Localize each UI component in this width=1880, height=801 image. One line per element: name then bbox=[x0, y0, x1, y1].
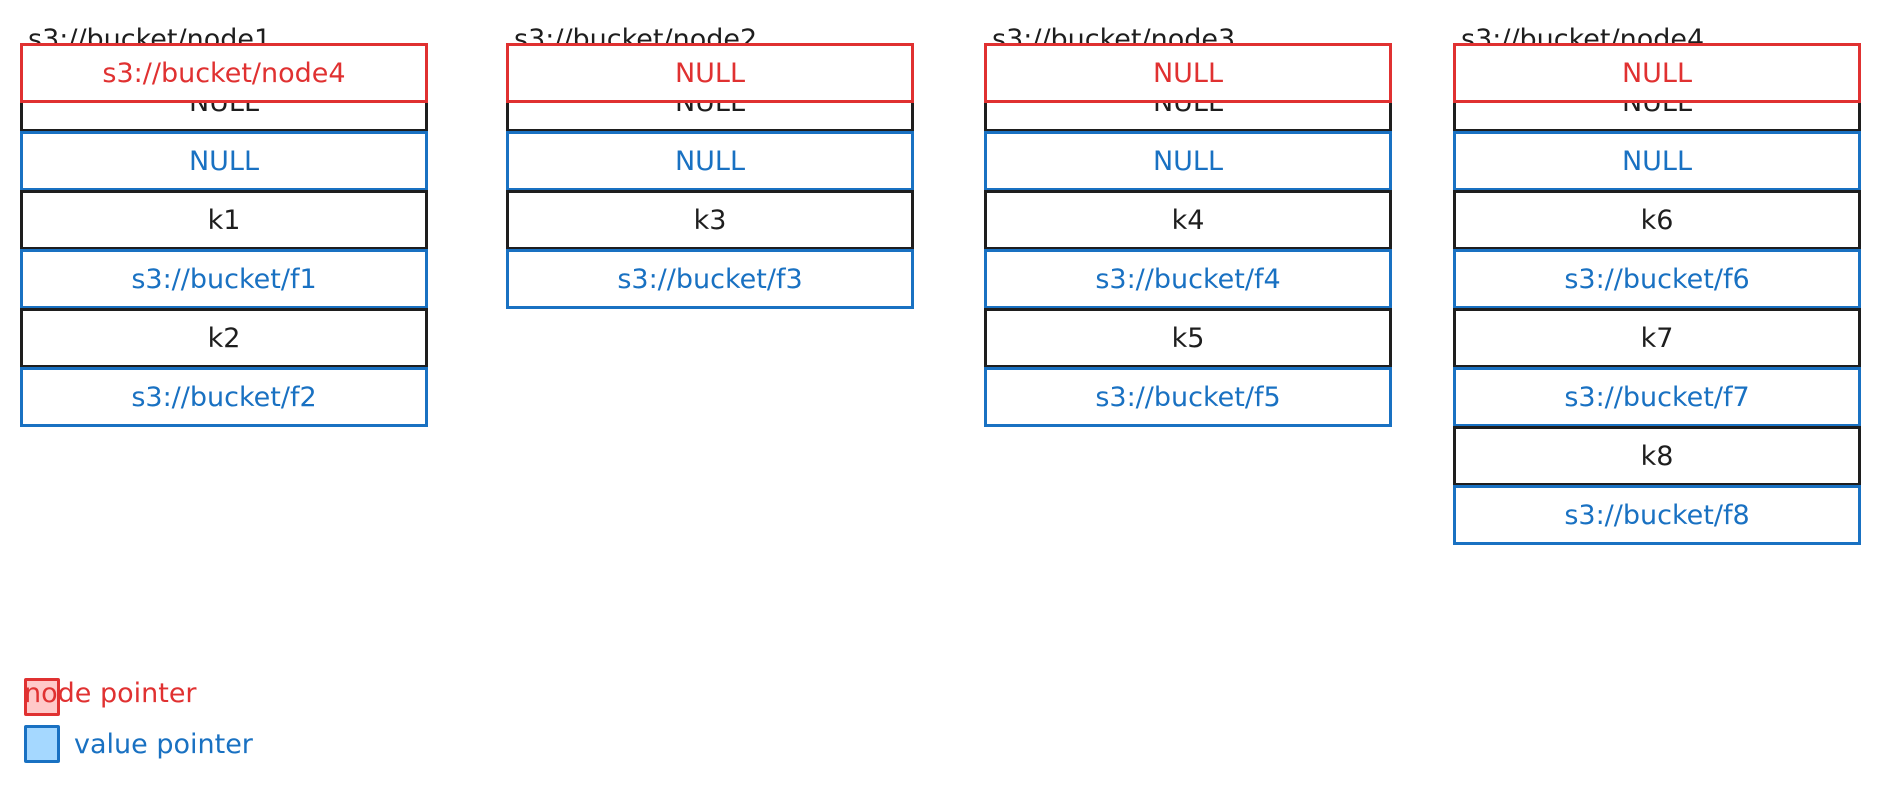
value-pointer-cell: NULL bbox=[506, 131, 914, 191]
value-pointer-cell: s3://bucket/f7 bbox=[1453, 367, 1861, 427]
key-cell: k7 bbox=[1453, 308, 1861, 368]
key-cell: k1 bbox=[20, 190, 428, 250]
node-block-3: s3://bucket/node3 NULLNULLNULLk4NULLs3:/… bbox=[984, 22, 1392, 427]
node-cells: NULLs3://bucket/node2NULLk1s3://bucket/n… bbox=[20, 43, 428, 427]
value-pointer-cell: s3://bucket/f5 bbox=[984, 367, 1392, 427]
legend-label-node-pointer: node pointer bbox=[24, 678, 197, 709]
legend-label-value-pointer: value pointer bbox=[74, 728, 253, 760]
value-pointer-cell: NULL bbox=[984, 131, 1392, 191]
node-pointer-cell: NULL bbox=[984, 43, 1392, 103]
value-pointer-cell: s3://bucket/f3 bbox=[506, 249, 914, 309]
value-pointer-cell: s3://bucket/f8 bbox=[1453, 485, 1861, 545]
node-pointer-cell: NULL bbox=[1453, 43, 1861, 103]
node-block-1: s3://bucket/node1 NULLs3://bucket/node2N… bbox=[20, 22, 428, 427]
node-cells: NULLNULLNULLk6NULLs3://bucket/f6k7NULLs3… bbox=[1453, 43, 1861, 545]
key-cell: k4 bbox=[984, 190, 1392, 250]
value-pointer-cell: NULL bbox=[1453, 131, 1861, 191]
legend-item-value-pointer: value pointer bbox=[24, 722, 253, 766]
key-cell: k2 bbox=[20, 308, 428, 368]
key-cell: k6 bbox=[1453, 190, 1861, 250]
key-cell: k5 bbox=[984, 308, 1392, 368]
node-pointer-swatch bbox=[24, 678, 60, 716]
key-cell: k8 bbox=[1453, 426, 1861, 486]
node-block-2: s3://bucket/node2 NULLNULLNULLk3NULLs3:/… bbox=[506, 22, 914, 309]
legend: node pointer value pointer bbox=[24, 656, 253, 788]
node-cells: NULLNULLNULLk4NULLs3://bucket/f4k5NULLs3… bbox=[984, 43, 1392, 427]
value-pointer-swatch bbox=[24, 725, 60, 763]
value-pointer-cell: s3://bucket/f6 bbox=[1453, 249, 1861, 309]
node-cells: NULLNULLNULLk3NULLs3://bucket/f3 bbox=[506, 43, 914, 309]
node-block-4: s3://bucket/node4 NULLNULLNULLk6NULLs3:/… bbox=[1453, 22, 1861, 545]
legend-item-node-pointer: node pointer bbox=[24, 656, 253, 716]
value-pointer-cell: s3://bucket/f4 bbox=[984, 249, 1392, 309]
key-cell: k3 bbox=[506, 190, 914, 250]
value-pointer-cell: NULL bbox=[20, 131, 428, 191]
value-pointer-cell: s3://bucket/f2 bbox=[20, 367, 428, 427]
value-pointer-cell: s3://bucket/f1 bbox=[20, 249, 428, 309]
node-pointer-cell: s3://bucket/node4 bbox=[20, 43, 428, 103]
node-pointer-cell: NULL bbox=[506, 43, 914, 103]
